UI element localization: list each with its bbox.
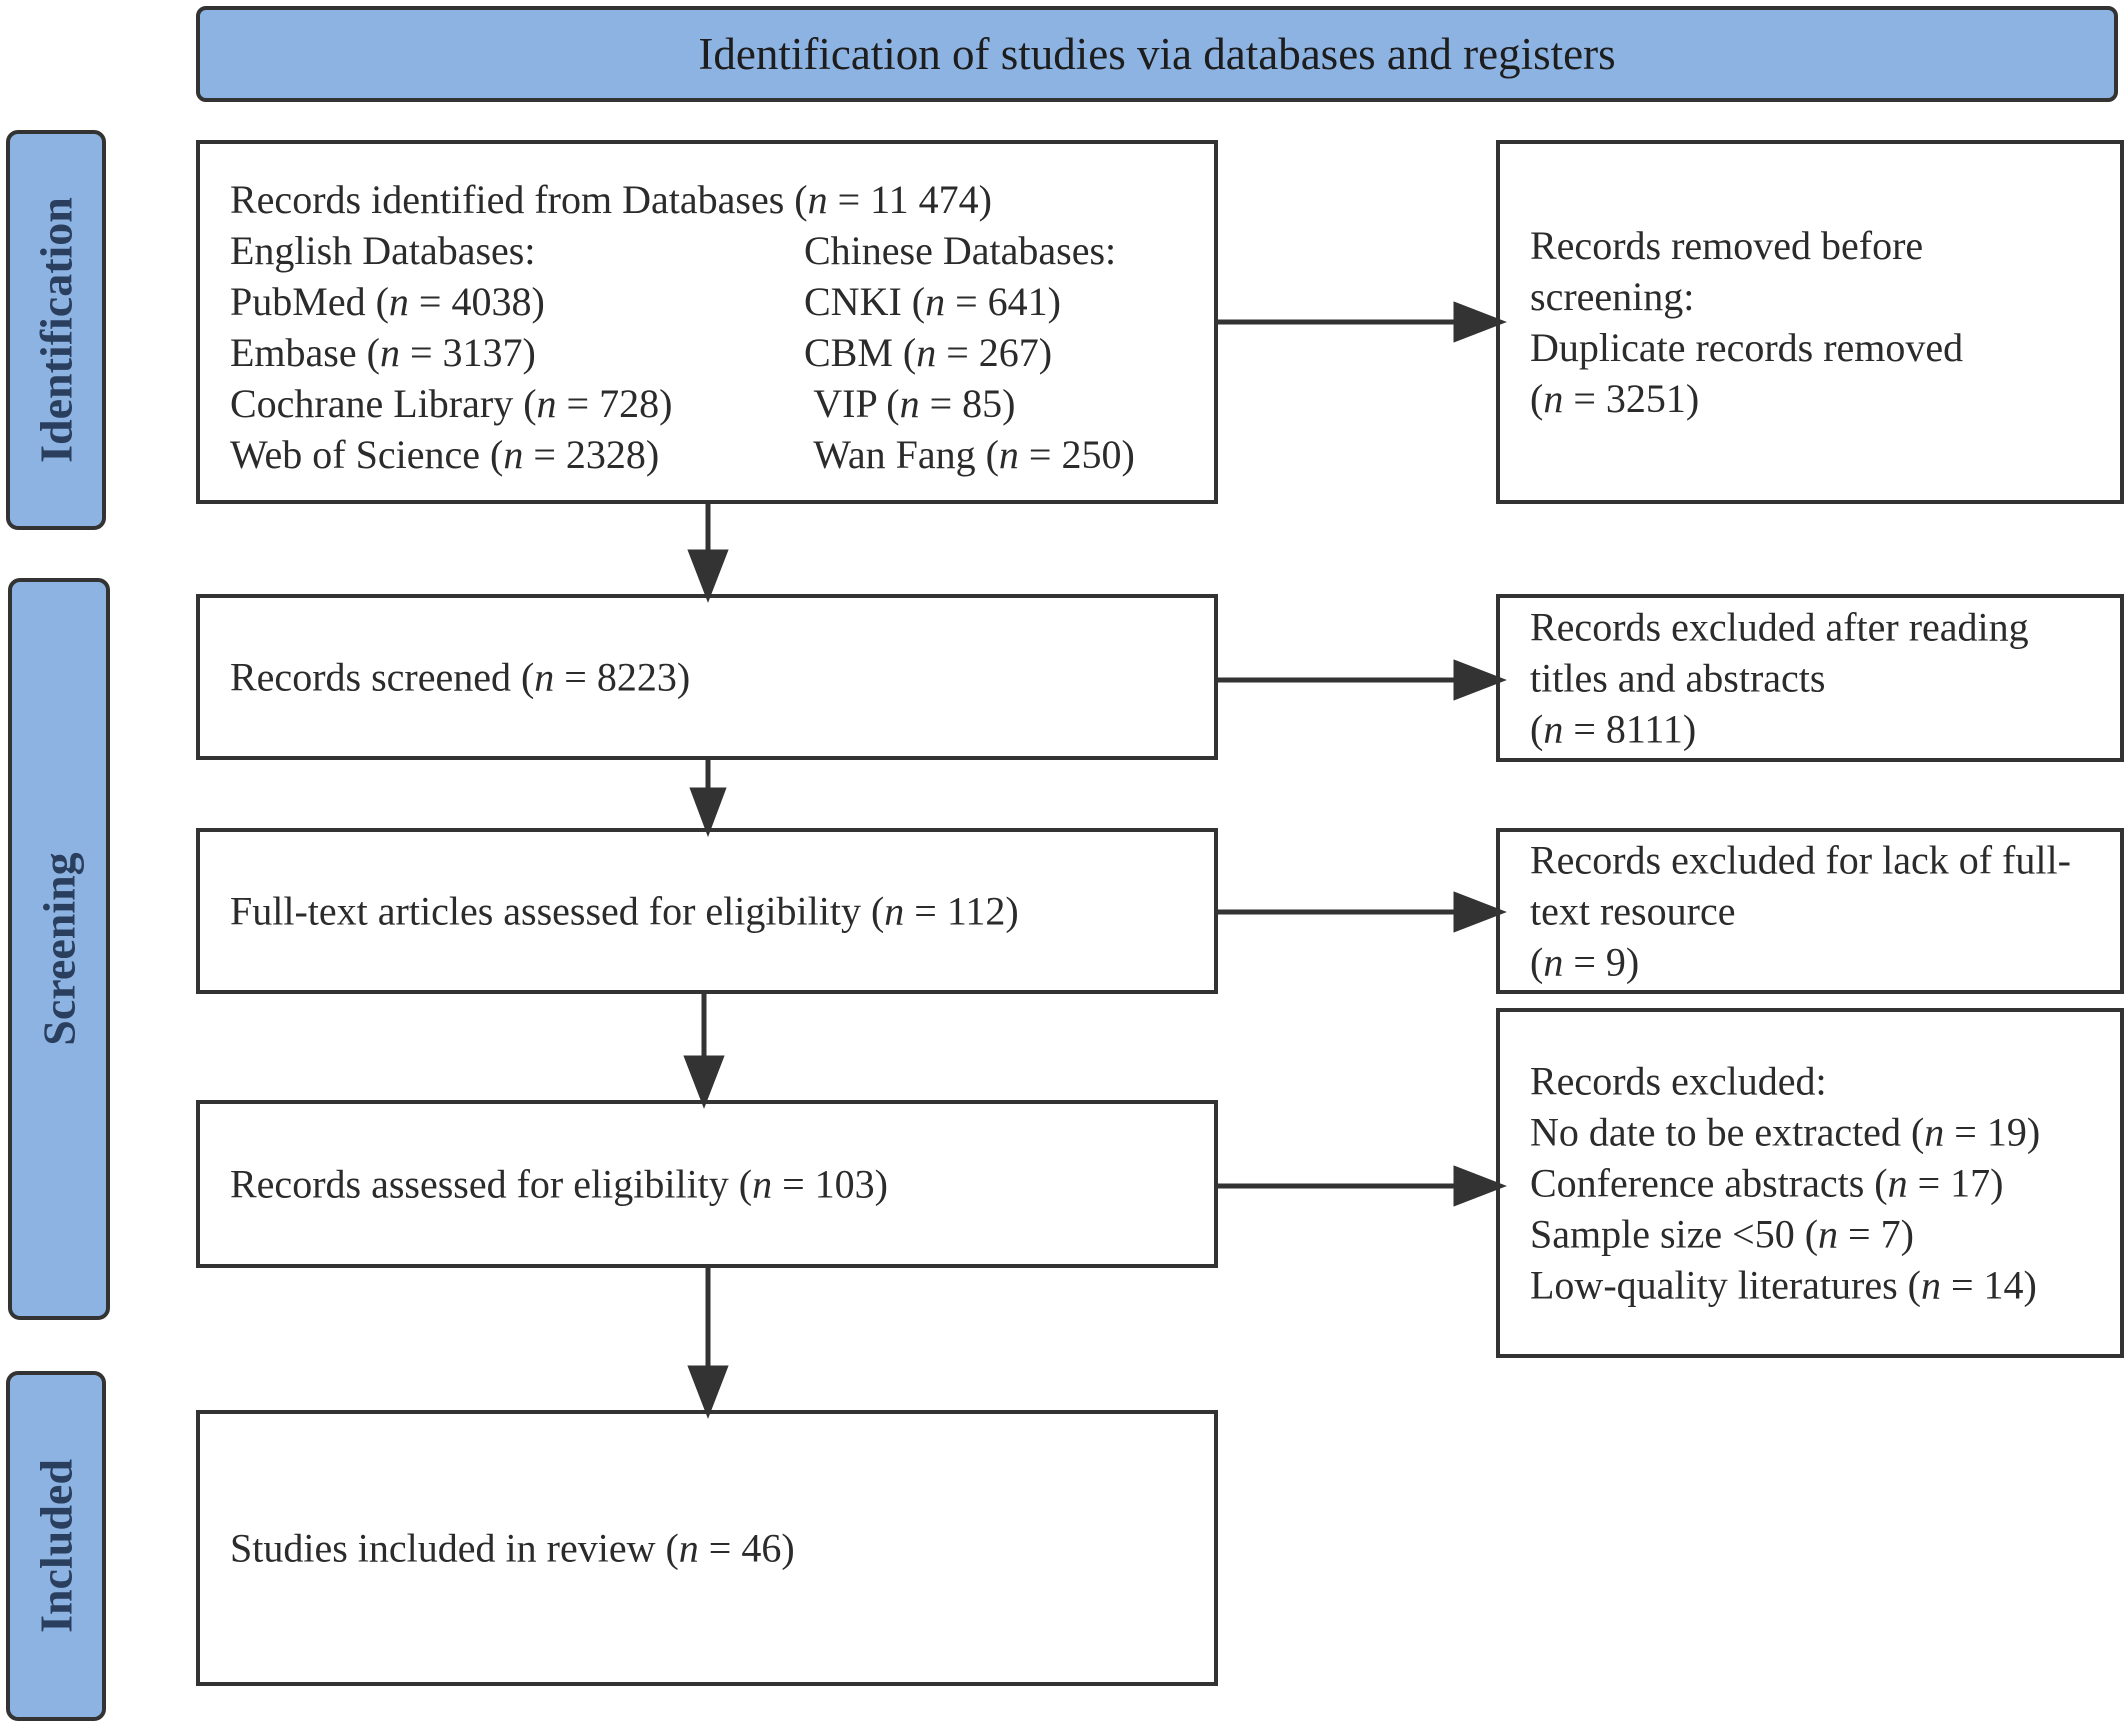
arrowhead [689,787,727,838]
chinese-databases-heading: Chinese Databases: [804,228,1117,273]
records-assessed-text: Records assessed for eligibility (n = 10… [230,1161,888,1207]
removed-count: (n = 3251) [1530,376,1700,421]
excluded-reasons-heading: Records excluded: [1530,1058,1827,1104]
english-databases-list: English Databases: PubMed (n = 4038) Emb… [230,225,804,480]
arrowhead [687,549,729,603]
records-identified-total: Records identified from Databases (n = 1… [230,177,992,222]
removed-line: screening: [1530,274,1695,319]
excluded-fulltext-line: text resource [1530,888,1736,934]
excluded-titles-line: Records excluded after reading [1530,604,2029,650]
english-db-item: Cochrane Library (n = 728) [230,381,673,426]
excluded-reason-item: Low-quality literatures (n = 14) [1530,1262,2037,1308]
english-databases-heading: English Databases: [230,228,536,273]
arrowhead [1453,659,1507,701]
excluded-titles-count: (n = 8111) [1530,706,1697,752]
fulltext-assessed-box: Full-text articles assessed for eligibil… [196,828,1218,994]
records-screened-text: Records screened (n = 8223) [230,654,691,700]
excluded-reason-item: Conference abstracts (n = 17) [1530,1160,2004,1206]
removed-line: Records removed before [1530,223,1924,268]
records-assessed-box: Records assessed for eligibility (n = 10… [196,1100,1218,1268]
studies-included-box: Studies included in review (n = 46) [196,1410,1218,1686]
excluded-fulltext-box: Records excluded for lack of full- text … [1496,828,2124,994]
records-screened-box: Records screened (n = 8223) [196,594,1218,760]
phase-identification: Identification [6,130,106,530]
excluded-fulltext-line: Records excluded for lack of full- [1530,837,2071,883]
header-title: Identification of studies via databases … [698,29,1616,79]
arrowhead [1453,301,1507,343]
chinese-db-item: Wan Fang (n = 250) [804,432,1135,477]
excluded-fulltext-count: (n = 9) [1530,939,1640,985]
phase-screening: Screening [8,578,110,1320]
english-db-item: Web of Science (n = 2328) [230,432,660,477]
excluded-reason-item: Sample size <50 (n = 7) [1530,1211,1914,1257]
excluded-titles-line: titles and abstracts [1530,655,1826,701]
records-removed-box: Records removed before screening: Duplic… [1496,140,2124,504]
excluded-reason-item: No date to be extracted (n = 19) [1530,1109,2041,1155]
chinese-db-item: CNKI (n = 641) [804,279,1061,324]
header-banner: Identification of studies via databases … [196,6,2118,102]
arrowhead [1453,1165,1507,1207]
removed-line: Duplicate records removed [1530,325,1964,370]
arrowhead [1453,891,1507,933]
excluded-reasons-box: Records excluded: No date to be extracte… [1496,1008,2124,1358]
fulltext-assessed-text: Full-text articles assessed for eligibil… [230,888,1019,934]
english-db-item: PubMed (n = 4038) [230,279,545,324]
arrowhead [683,1055,725,1109]
excluded-titles-box: Records excluded after reading titles an… [1496,594,2124,762]
arrowhead [687,1365,729,1419]
records-identified-box: Records identified from Databases (n = 1… [196,140,1218,504]
chinese-db-item: VIP (n = 85) [804,381,1016,426]
chinese-db-item: CBM (n = 267) [804,330,1053,375]
english-db-item: Embase (n = 3137) [230,330,536,375]
chinese-databases-list: Chinese Databases: CNKI (n = 641) CBM (n… [804,225,1135,480]
studies-included-text: Studies included in review (n = 46) [230,1525,795,1571]
phase-included: Included [6,1371,106,1721]
